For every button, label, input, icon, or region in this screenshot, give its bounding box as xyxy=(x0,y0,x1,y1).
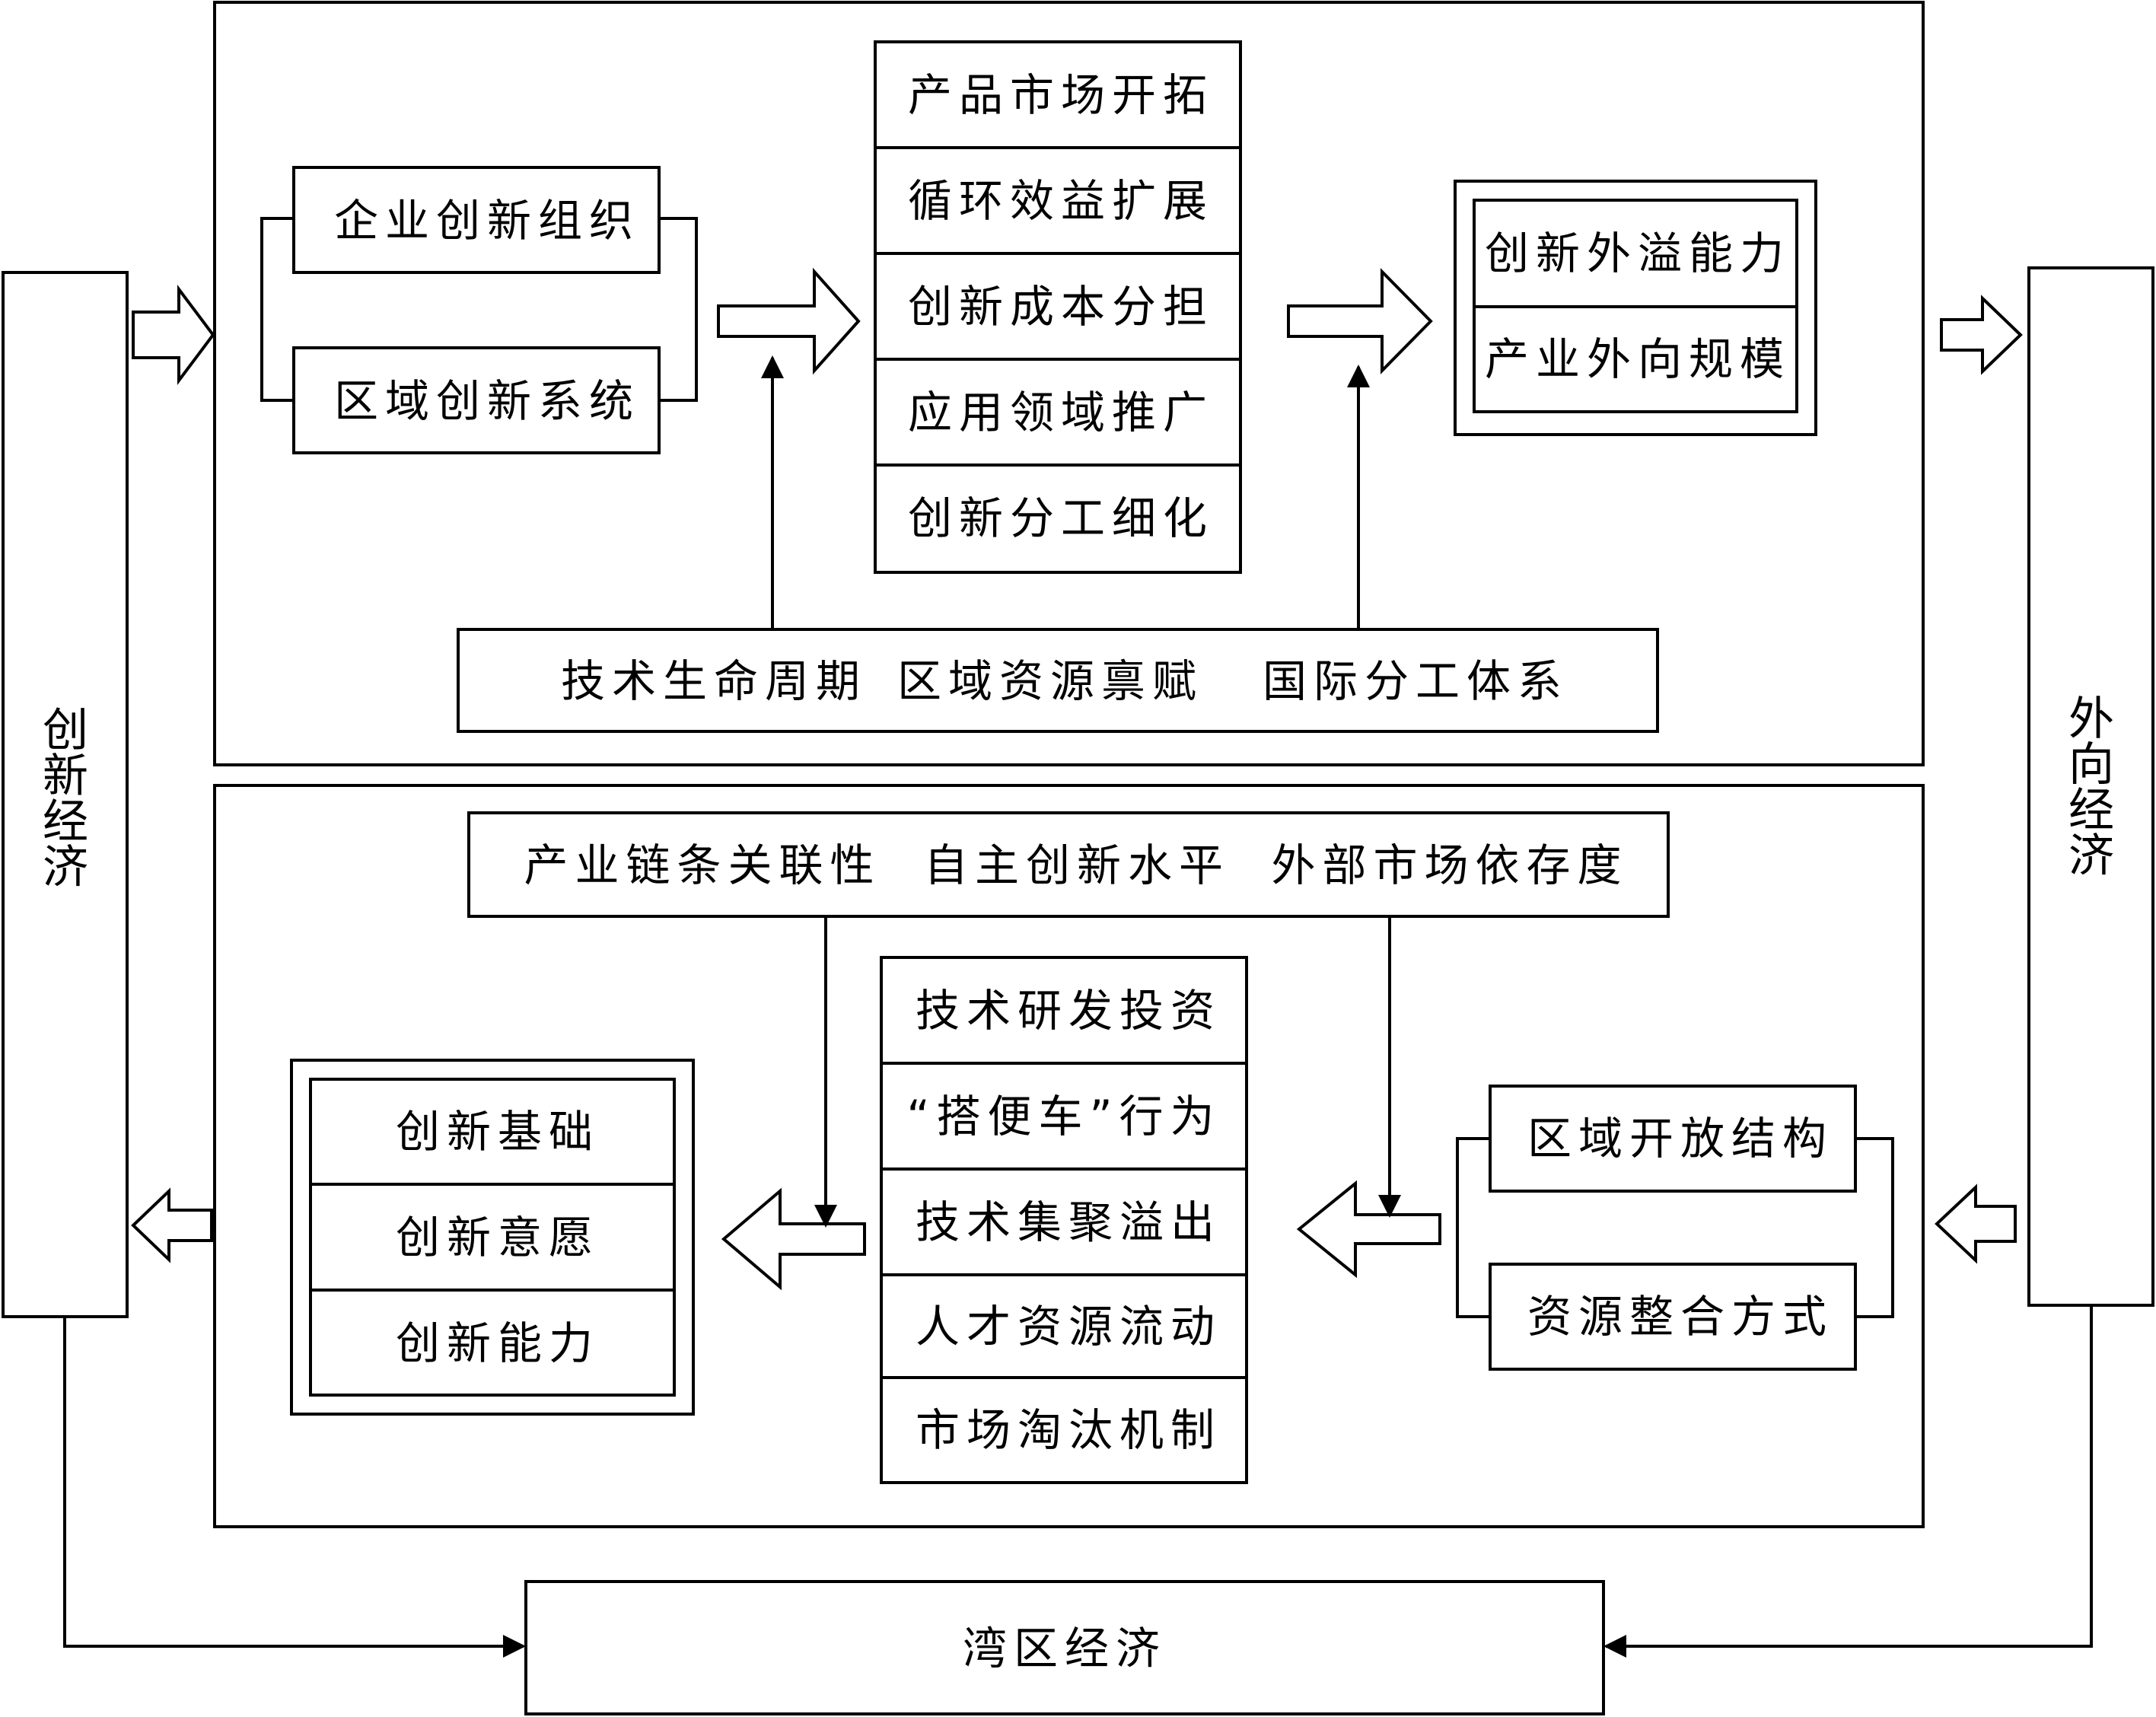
connector-left-column-to-bay-area xyxy=(63,1317,526,1658)
bottom-middle-item-4: 市场淘汰机制 xyxy=(916,1404,1221,1456)
bottom-left-inner-box xyxy=(309,1078,676,1397)
top-middle-item-4: 创新分工细化 xyxy=(908,492,1214,544)
bottom-middle-item-1: “搭便车”行为 xyxy=(906,1091,1221,1142)
top-left-item-0: 企业创新组织 xyxy=(334,195,640,247)
arrow-top-left-to-middle xyxy=(717,267,861,375)
left-column-char-2: 经 xyxy=(43,795,88,849)
top-factor-0: 技术生命周期 xyxy=(561,655,867,707)
bottom-middle-stack xyxy=(880,956,1248,1484)
top-left-item-1: 区域创新系统 xyxy=(334,375,640,427)
bottom-factor-0: 产业链条关联性 xyxy=(524,839,881,891)
bottom-right-bracket-right xyxy=(1855,1137,1894,1318)
top-middle-item-1: 循环效益扩展 xyxy=(908,175,1214,227)
top-middle-item-3: 应用领域推广 xyxy=(908,387,1214,438)
bottom-right-bracket-left xyxy=(1456,1137,1490,1318)
bottom-factor-1: 自主创新水平 xyxy=(924,839,1230,891)
bottom-panel xyxy=(213,784,1925,1528)
top-left-bracket-left xyxy=(260,217,294,402)
left-column-char-0: 创 xyxy=(43,704,88,757)
arrow-bottom-right-to-middle xyxy=(1296,1180,1441,1279)
bottom-left-item-0: 创新基础 xyxy=(396,1106,600,1158)
bottom-right-item-0: 区域开放结构 xyxy=(1527,1113,1833,1164)
bay-area-label: 湾区经济 xyxy=(963,1623,1167,1674)
top-middle-item-0: 产品市场开拓 xyxy=(908,69,1214,121)
top-factor-2: 国际分工体系 xyxy=(1263,655,1568,707)
right-column-char-3: 济 xyxy=(2068,830,2114,883)
top-right-item-1: 产业外向规模 xyxy=(1485,333,1791,385)
bottom-right-item-1: 资源整合方式 xyxy=(1527,1291,1833,1343)
arrow-bottom-middle-to-left xyxy=(721,1187,866,1291)
top-factor-1: 区域资源禀赋 xyxy=(897,655,1203,707)
top-right-item-0: 创新外溢能力 xyxy=(1485,228,1791,279)
arrow-left-column-to-top-panel xyxy=(132,285,215,385)
bottom-left-item-2: 创新能力 xyxy=(396,1317,600,1369)
top-left-bracket-right xyxy=(659,217,698,402)
top-panel xyxy=(213,1,1925,766)
connector-right-column-to-bay-area xyxy=(1603,1305,2093,1658)
left-column-char-1: 新 xyxy=(43,750,88,803)
top-middle-item-2: 创新成本分担 xyxy=(908,281,1214,333)
right-column-char-1: 向 xyxy=(2068,738,2114,792)
left-column-char-3: 济 xyxy=(43,841,88,894)
arrow-right-column-to-bottom-panel xyxy=(1935,1183,2017,1264)
bottom-factor-2: 外部市场依存度 xyxy=(1271,839,1628,891)
bottom-middle-item-3: 人才资源流动 xyxy=(916,1301,1221,1352)
right-column-char-2: 经 xyxy=(2068,784,2114,837)
arrow-top-panel-to-right-column xyxy=(1940,295,2023,375)
top-right-outer-box xyxy=(1454,180,1817,436)
bottom-left-item-1: 创新意愿 xyxy=(396,1212,600,1263)
top-middle-stack xyxy=(874,40,1242,574)
bottom-left-outer-box xyxy=(290,1059,695,1416)
arrow-top-middle-to-right xyxy=(1287,268,1433,374)
top-factors-bar xyxy=(457,628,1659,733)
bottom-middle-item-2: 技术集聚溢出 xyxy=(916,1196,1221,1248)
bottom-middle-item-0: 技术研发投资 xyxy=(916,985,1221,1037)
right-column-char-0: 外 xyxy=(2068,693,2114,746)
bottom-factors-bar xyxy=(467,811,1670,918)
arrow-bottom-panel-to-left-column xyxy=(131,1187,213,1263)
